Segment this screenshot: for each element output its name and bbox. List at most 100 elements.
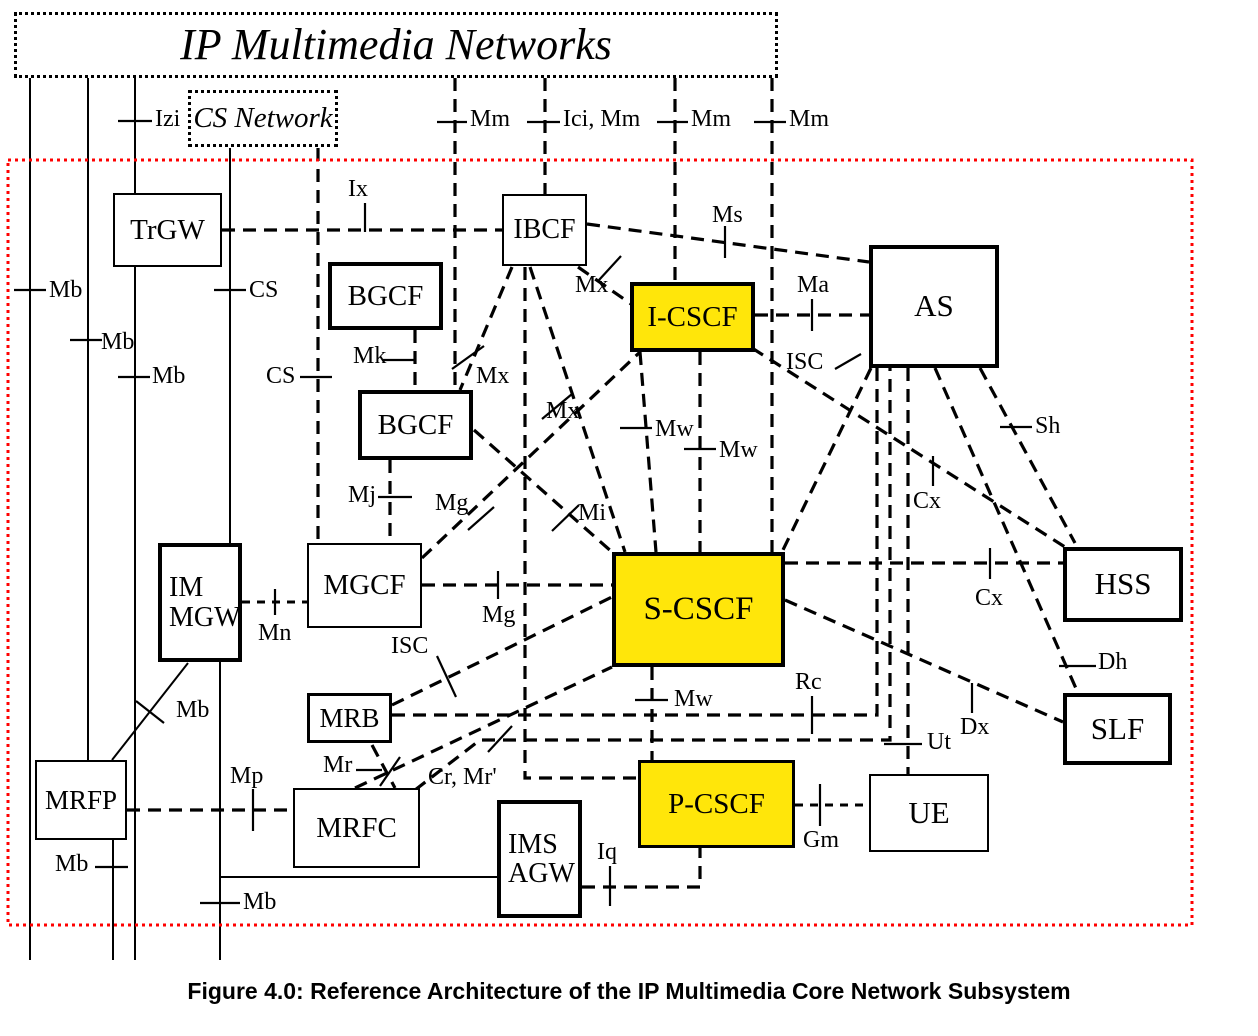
reference-tick (834, 353, 862, 370)
node-ip-multimedia-networks: IP Multimedia Networks (14, 12, 778, 78)
interface-label-mb: Mb (55, 851, 89, 877)
node-cs-network: CS Network (188, 90, 338, 147)
ims-core-boundary (6, 158, 1194, 927)
reference-tick (541, 393, 573, 420)
ticks-layer (14, 119, 1096, 906)
interface-label-mm: Mm (470, 106, 511, 132)
line-dx (784, 598, 1064, 724)
node-label: BGCF (377, 408, 454, 441)
interface-label-mg: Mg (482, 602, 516, 628)
node-label: CS Network (193, 102, 333, 135)
line-ms (586, 222, 870, 264)
node-label: MRFP (44, 784, 118, 815)
node-label: P-CSCF (668, 787, 765, 820)
line-cr (414, 368, 892, 792)
line-mx-pcscf (523, 267, 638, 780)
interface-label-dx: Dx (960, 714, 990, 740)
interface-label-mb: Mb (152, 363, 186, 389)
node-label: I-CSCF (647, 300, 738, 333)
interface-label-mg: Mg (435, 490, 469, 516)
reference-tick (436, 655, 457, 698)
node-label: IP Multimedia Networks (180, 19, 612, 69)
line-rc (392, 368, 879, 717)
interface-label-sh: Sh (1035, 413, 1061, 439)
line-mr (354, 665, 613, 790)
reference-tick (379, 756, 401, 787)
node-label: IBCF (513, 214, 576, 246)
node-label: MRFC (316, 811, 397, 844)
interface-label-mw: Mw (674, 686, 713, 712)
interface-label-mb: Mb (176, 697, 210, 723)
interface-label-cs: CS (266, 363, 296, 389)
node-slf: SLF (1063, 693, 1172, 765)
interface-label-dh: Dh (1098, 649, 1128, 675)
node-label: AS (914, 288, 954, 324)
node-mgcf: MGCF (307, 543, 422, 628)
interface-label-mx: Mx (476, 363, 510, 389)
line-sh (978, 367, 1077, 544)
node-label: UE (908, 794, 950, 830)
node-ue: UE (869, 774, 989, 852)
interface-label-cs: CS (249, 277, 279, 303)
interface-label-mb: Mb (101, 329, 135, 355)
node-label: IMS (508, 828, 558, 860)
reference-tick (135, 700, 165, 724)
interface-label-izi: Izi (155, 106, 181, 132)
node-label: IM (169, 572, 204, 604)
interface-label-mk: Mk (353, 343, 387, 369)
interface-label-mr: Mr (323, 752, 353, 778)
node-i-cscf: I-CSCF (630, 282, 755, 352)
interface-label-rc: Rc (795, 669, 822, 695)
interface-label-mn: Mn (258, 620, 292, 646)
interface-label-ma: Ma (797, 272, 829, 298)
node-label: MGCF (323, 569, 406, 602)
node-bgcf-2: BGCF (358, 390, 473, 460)
node-ibcf: IBCF (502, 194, 587, 266)
interface-label-mj: Mj (348, 482, 377, 508)
interface-label-iq: Iq (597, 839, 617, 865)
interface-label-ms: Ms (712, 202, 743, 228)
interface-label-mb: Mb (49, 277, 83, 303)
line-mw-is-a (638, 351, 658, 553)
interface-label-ix: Ix (348, 176, 368, 202)
node-label: TrGW (130, 213, 205, 246)
figure-caption: Figure 4.0: Reference Architecture of th… (187, 978, 1071, 1004)
node-hss: HSS (1063, 547, 1183, 622)
reference-tick (487, 725, 513, 753)
interface-label-mm: Mm (789, 106, 830, 132)
reference-tick (551, 504, 580, 532)
reference-tick (467, 506, 495, 531)
node-trgw: TrGW (113, 193, 222, 267)
node-mrb: MRB (307, 693, 392, 743)
interface-label-gm: Gm (803, 827, 839, 853)
line-mi (472, 428, 614, 554)
interface-label-crmr: Cr, Mr' (428, 764, 497, 790)
node-s-cscf: S-CSCF (612, 552, 785, 667)
line-mx-bgcf (458, 266, 514, 391)
line-isc-as (780, 367, 873, 553)
line-dh (933, 367, 1080, 694)
interface-label-mb: Mb (243, 889, 277, 915)
interface-label-isc: ISC (391, 633, 429, 659)
interface-label-mp: Mp (230, 763, 264, 789)
reference-tick (598, 255, 622, 281)
node-mrfp: MRFP (35, 760, 127, 840)
interface-label-mx: Mx (575, 272, 609, 298)
interface-label-mx: Mx (546, 398, 580, 424)
node-label: MRB (319, 702, 380, 733)
line-mg-diag (420, 350, 642, 560)
interface-label-mw: Mw (719, 437, 758, 463)
interface-label-isc: ISC (786, 349, 824, 375)
node-label: BGCF (347, 279, 424, 312)
node-mrfc: MRFC (293, 788, 420, 868)
line-iq (582, 848, 702, 889)
interface-label-cx: Cx (913, 488, 942, 514)
node-label: S-CSCF (643, 591, 754, 628)
reference-tick (451, 345, 485, 370)
node-p-cscf: P-CSCF (638, 760, 795, 848)
interface-label-mi: Mi (578, 500, 607, 526)
